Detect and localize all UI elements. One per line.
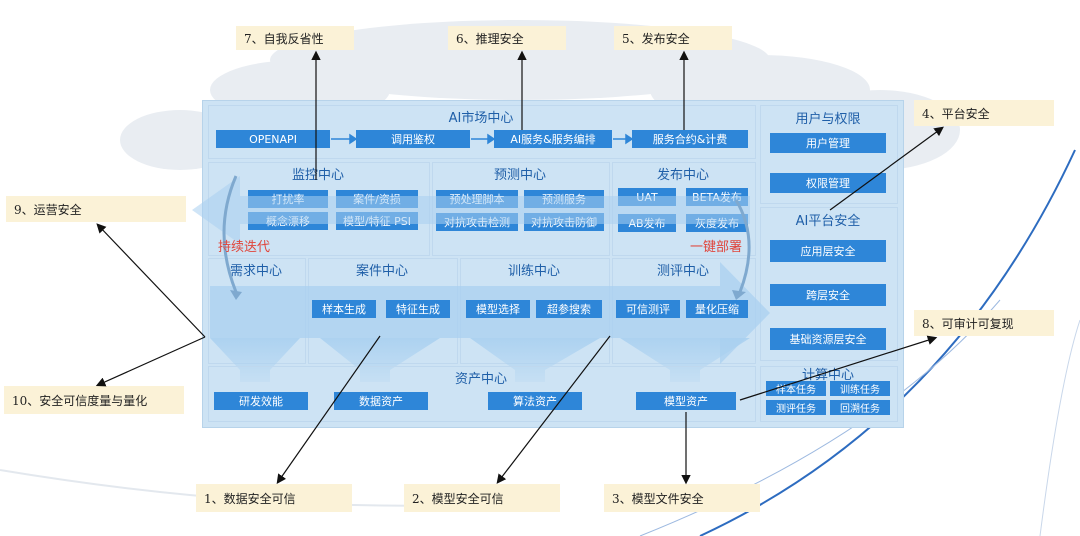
case-title: 案件中心 — [355, 264, 408, 279]
callout-metric-quantify: 10、安全可信度量与量化 — [4, 386, 184, 414]
market-title: AI市场中心 — [448, 111, 514, 126]
asset-model[interactable]: 模型资产 — [636, 392, 736, 410]
platform-title: AI平台安全 — [795, 214, 861, 229]
case-feature-gen[interactable]: 特征生成 — [386, 300, 450, 318]
demand-title: 需求中心 — [229, 264, 282, 279]
user-frame — [760, 105, 898, 204]
asset-algorithm[interactable]: 算法资产 — [488, 392, 582, 410]
predict-title: 预测中心 — [493, 168, 546, 183]
compute-sample-task[interactable]: 样本任务 — [766, 381, 826, 396]
release-title: 发布中心 — [656, 168, 709, 183]
user-title: 用户与权限 — [795, 112, 861, 127]
callout-platform-security: 4、平台安全 — [914, 100, 1054, 126]
train-title: 训练中心 — [507, 264, 560, 279]
asset-frame — [208, 366, 756, 422]
callout-model-file-security: 3、模型文件安全 — [604, 484, 760, 512]
continuous-iteration-label: 持续迭代 — [218, 240, 271, 255]
market-billing[interactable]: 服务合约&计费 — [632, 130, 748, 148]
case-sample-gen[interactable]: 样本生成 — [312, 300, 376, 318]
callout-ops-security: 9、运营安全 — [6, 196, 186, 222]
callout-release-security: 5、发布安全 — [614, 26, 732, 50]
asset-data[interactable]: 数据资产 — [334, 392, 428, 410]
market-auth[interactable]: 调用鉴权 — [356, 130, 470, 148]
asset-efficiency[interactable]: 研发效能 — [214, 392, 308, 410]
compute-train-task[interactable]: 训练任务 — [830, 381, 890, 396]
callout-self-reflection: 7、自我反省性 — [236, 26, 354, 50]
monitor-title: 监控中心 — [291, 168, 344, 183]
callout-model-trust: 2、模型安全可信 — [404, 484, 560, 512]
eval-quantize[interactable]: 量化压缩 — [686, 300, 748, 318]
eval-trust[interactable]: 可信测评 — [616, 300, 680, 318]
app-layer-security[interactable]: 应用层安全 — [770, 240, 886, 262]
eval-title: 测评中心 — [656, 264, 709, 279]
left-flow-arrow — [192, 176, 750, 244]
compute-title: 计算中心 — [801, 368, 854, 383]
asset-title: 资产中心 — [454, 372, 507, 387]
cross-layer-security[interactable]: 跨层安全 — [770, 284, 886, 306]
compute-eval-task[interactable]: 测评任务 — [766, 400, 826, 415]
market-openapi[interactable]: OPENAPI — [216, 130, 330, 148]
one-click-deploy-label: 一键部署 — [690, 240, 743, 255]
callout-inference-security: 6、推理安全 — [448, 26, 566, 50]
architecture-panel — [202, 100, 904, 428]
market-service[interactable]: AI服务&服务编排 — [494, 130, 612, 148]
train-hyper-search[interactable]: 超参搜索 — [536, 300, 602, 318]
market-frame — [208, 105, 756, 159]
train-model-select[interactable]: 模型选择 — [466, 300, 530, 318]
callout-audit-reproduce: 8、可审计可复现 — [914, 310, 1054, 336]
perm-manage[interactable]: 权限管理 — [770, 173, 886, 193]
platform-frame — [760, 207, 898, 361]
callout-data-trust: 1、数据安全可信 — [196, 484, 352, 512]
infra-layer-security[interactable]: 基础资源层安全 — [770, 328, 886, 350]
compute-backtrack-task[interactable]: 回溯任务 — [830, 400, 890, 415]
user-manage[interactable]: 用户管理 — [770, 133, 886, 153]
